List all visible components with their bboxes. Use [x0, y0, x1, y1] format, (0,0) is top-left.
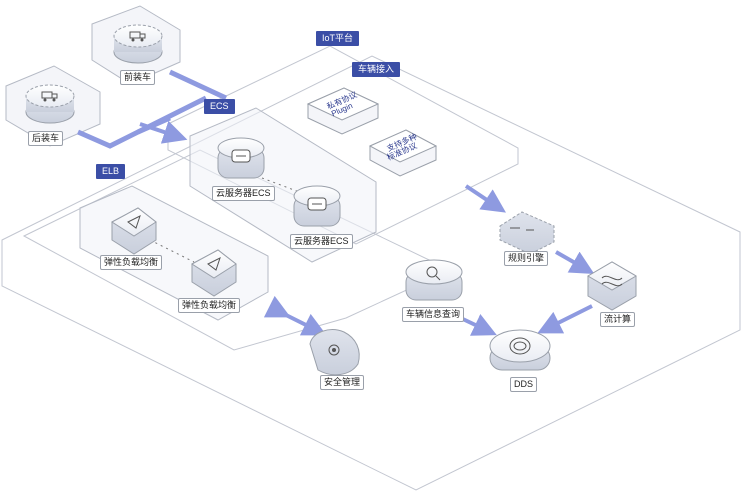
rule-engine-node[interactable]: [499, 211, 555, 255]
stream-compute-node[interactable]: [587, 261, 637, 311]
shield-gear-icon: [328, 344, 340, 356]
search-icon: [426, 266, 441, 281]
ecs-1-label: 云服务器ECS: [212, 186, 275, 201]
server-icon: [231, 149, 251, 163]
security-node[interactable]: [309, 329, 360, 376]
vehicle-query-node[interactable]: [405, 259, 463, 301]
connector-to-elb: [136, 115, 172, 135]
arrow-to-stream: [555, 250, 595, 274]
arrow-to-ecs: [139, 120, 188, 144]
elb-tag: ELB: [96, 164, 126, 179]
database-icon: [509, 337, 531, 355]
iot-platform-region: [167, 45, 519, 245]
arrow-stream-to-dds: [537, 304, 593, 334]
truck-icon: [41, 91, 58, 102]
arrow-to-rule-engine: [464, 184, 506, 213]
card-standard: 支持多种 标准协议: [368, 129, 438, 177]
elb-node-2[interactable]: [191, 249, 237, 297]
dds-label: DDS: [510, 377, 538, 392]
inner-region: [22, 149, 452, 351]
ecs-tag: ECS: [204, 99, 235, 114]
card-private-plugin: 私有协议 Plugin: [306, 87, 380, 135]
ecs-server-1[interactable]: [217, 137, 265, 179]
stream-compute-label: 流计算: [600, 312, 636, 327]
connector-rear-truck: [76, 95, 208, 149]
truck-icon: [129, 31, 146, 42]
iot-platform-tag: IoT平台: [316, 31, 360, 46]
elb-link: [149, 239, 195, 263]
ecs-2-label: 云服务器ECS: [290, 234, 353, 249]
dds-node[interactable]: [489, 329, 551, 371]
rear-truck-label: 后装车: [28, 131, 64, 146]
arrow-security: [263, 295, 327, 336]
connector-front-truck: [168, 69, 228, 101]
elb-1-label: 弹性负载均衡: [100, 255, 163, 270]
load-balancer-icon: [207, 257, 221, 271]
vehicle-access-tag: 车辆接入: [352, 62, 401, 77]
rule-engine-icon: [510, 227, 534, 231]
rear-truck-node[interactable]: [25, 84, 75, 124]
outer-region: [1, 55, 741, 491]
front-truck-node[interactable]: [113, 24, 163, 64]
server-icon: [307, 197, 327, 211]
stream-icon: [601, 275, 623, 287]
security-label: 安全管理: [320, 375, 365, 390]
rule-engine-label: 规则引擎: [504, 251, 549, 266]
front-truck-label: 前装车: [120, 70, 156, 85]
load-balancer-icon: [127, 215, 141, 229]
vehicle-query-label: 车辆信息查询: [402, 307, 465, 322]
ecs-server-2[interactable]: [293, 185, 341, 227]
elb-node-1[interactable]: [111, 207, 157, 255]
elb-2-label: 弹性负载均衡: [178, 298, 241, 313]
